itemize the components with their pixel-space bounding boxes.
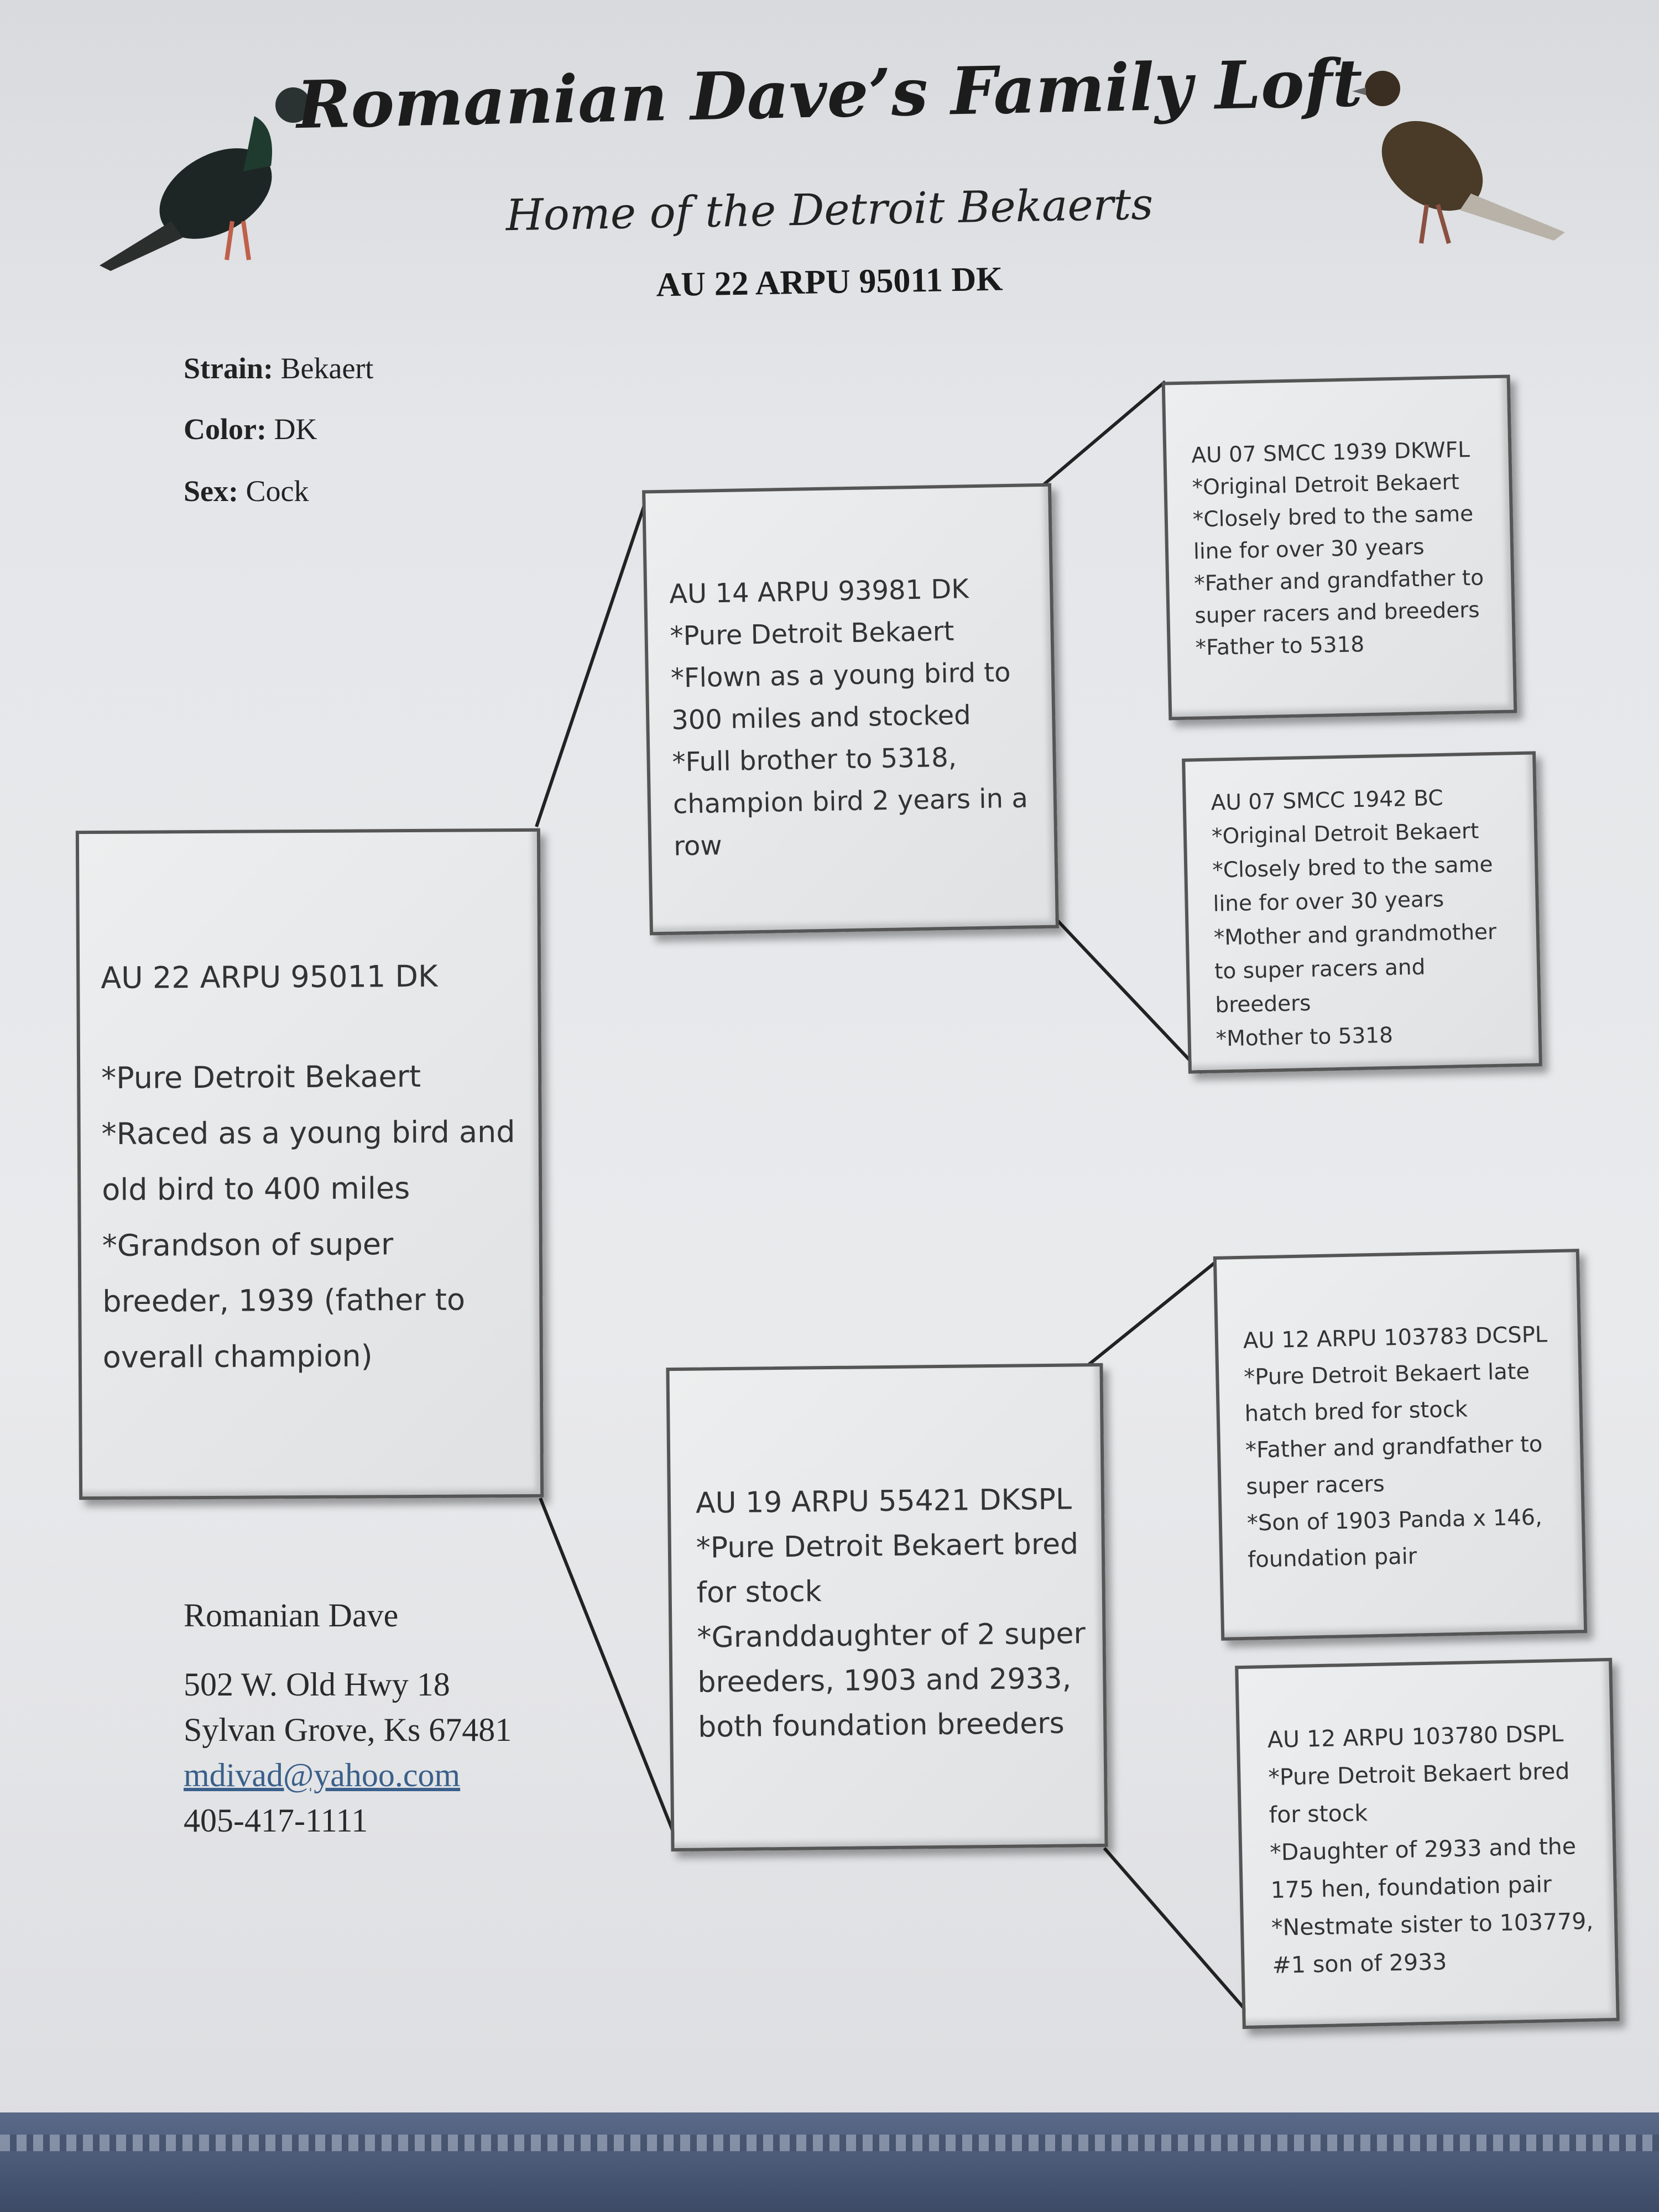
dam-dam-note: *Pure Detroit Bekaert bred for stock [1267,1757,1570,1828]
sire-sire-note: *Closely bred to the same line for over … [1192,501,1474,565]
subject-note: *Pure Detroit Bekaert [101,1058,421,1095]
connector-dam-dd [1103,1847,1257,2022]
dam-sire-note: *Son of 1903 Panda x 146, foundation pai… [1246,1504,1543,1573]
subject-note: *Grandson of super breeder, 1939 (father… [102,1227,466,1375]
strain-value: Bekaert [280,352,374,385]
sire-dam-note: *Closely bred to the same line for over … [1212,852,1494,917]
dam-note: *Granddaughter of 2 super breeders, 1903… [697,1617,1086,1744]
contact-name: Romanian Dave [184,1597,399,1634]
sire-sire-note: *Father to 5318 [1195,632,1365,661]
connector-sire-sd [1053,916,1203,1074]
subject-note: *Raced as a young bird and old bird to 4… [101,1114,515,1207]
pedigree-box-dam-dam: AU 12 ARPU 103780 DSPL *Pure Detroit Bek… [1235,1657,1620,2030]
dam-dam-band: AU 12 ARPU 103780 DSPL [1267,1720,1564,1754]
page-protector-binding-edge [0,2112,1659,2212]
color-value: DK [274,413,317,446]
sex-label: Sex: [184,474,238,508]
connector-subject-dam [539,1497,681,1849]
contact-address-line2: Sylvan Grove, Ks 67481 [184,1712,512,1748]
connector-sire-ss [1040,380,1166,488]
sire-dam-note: *Original Detroit Bekaert [1211,818,1479,849]
sire-sire-note: *Father and grandfather to super racers … [1193,565,1484,629]
dam-band: AU 19 ARPU 55421 DKSPL [695,1483,1072,1520]
sire-dam-note: *Mother and grandmother to super racers … [1213,919,1497,1018]
contact-phone: 405-417-1111 [184,1802,368,1839]
sex-value: Cock [246,474,309,508]
connector-dam-ds [1087,1259,1218,1367]
dam-sire-note: *Father and grandfather to super racers [1245,1431,1543,1500]
dam-sire-note: *Pure Detroit Bekaert late hatch bred fo… [1243,1359,1530,1427]
sex-row: Sex: Cock [184,474,309,508]
sire-note: *Pure Detroit Bekaert [670,615,954,652]
sire-note: *Flown as a young bird to 300 miles and … [670,656,1011,736]
subject-band: AU 22 ARPU 95011 DK [101,958,438,995]
sire-dam-note: *Mother to 5318 [1215,1022,1394,1052]
strain-label: Strain: [184,352,273,385]
pigeon-left-image [100,87,321,271]
pedigree-box-dam-sire: AU 12 ARPU 103783 DCSPL *Pure Detroit Be… [1213,1249,1588,1641]
pedigree-box-sire-sire: AU 07 SMCC 1939 DKWFL *Original Detroit … [1161,374,1517,721]
contact-address-line1: 502 W. Old Hwy 18 [184,1666,450,1703]
dam-dam-note: *Daughter of 2933 and the 175 hen, found… [1269,1833,1577,1903]
sire-band: AU 14 ARPU 93981 DK [669,573,969,610]
pedigree-box-sire-dam: AU 07 SMCC 1942 BC *Original Detroit Bek… [1182,751,1542,1074]
dam-sire-band: AU 12 ARPU 103783 DCSPL [1243,1322,1548,1354]
color-row: Color: DK [184,412,317,446]
color-label: Color: [184,413,267,446]
pedigree-box-dam: AU 19 ARPU 55421 DKSPL *Pure Detroit Bek… [666,1363,1108,1852]
dam-note: *Pure Detroit Bekaert bred for stock [696,1527,1079,1610]
dam-dam-note: *Nestmate sister to 103779, #1 son of 29… [1271,1907,1594,1979]
pedigree-box-sire: AU 14 ARPU 93981 DK *Pure Detroit Bekaer… [642,483,1059,936]
connector-subject-sire [535,500,648,827]
pedigree-box-subject: AU 22 ARPU 95011 DK *Pure Detroit Bekaer… [75,828,544,1500]
sire-note: *Full brother to 5318, champion bird 2 y… [672,742,1029,862]
strain-row: Strain: Bekaert [184,351,373,385]
sire-dam-band: AU 07 SMCC 1942 BC [1211,785,1444,816]
pigeon-right-image [1352,71,1565,244]
contact-email-link[interactable]: mdivad@yahoo.com [184,1757,461,1793]
